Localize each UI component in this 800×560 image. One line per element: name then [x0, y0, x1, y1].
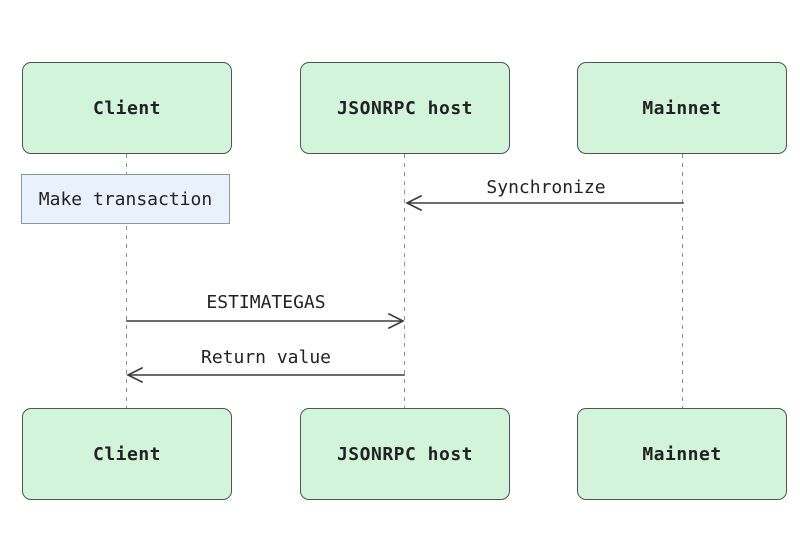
- message-label-estimategas: ESTIMATEGAS: [206, 292, 326, 313]
- note-make-transaction: Make transaction: [21, 174, 230, 224]
- actor-client-bottom-label: Client: [92, 443, 162, 465]
- arrow-synchronize: [405, 194, 684, 212]
- arrow-estimategas: [126, 312, 405, 330]
- actor-jsonrpc-host-top: JSONRPC host: [300, 62, 510, 154]
- actor-jsonrpc-host-bottom-label: JSONRPC host: [336, 443, 474, 465]
- actor-client-top: Client: [22, 62, 232, 154]
- note-make-transaction-label: Make transaction: [38, 188, 213, 210]
- actor-jsonrpc-host-top-label: JSONRPC host: [336, 97, 474, 119]
- actor-mainnet-bottom: Mainnet: [577, 408, 787, 500]
- arrow-return-value: [126, 366, 405, 384]
- actor-client-top-label: Client: [92, 97, 162, 119]
- actor-jsonrpc-host-bottom: JSONRPC host: [300, 408, 510, 500]
- actor-mainnet-top-label: Mainnet: [642, 97, 722, 119]
- message-label-synchronize: Synchronize: [486, 177, 606, 198]
- actor-mainnet-top: Mainnet: [577, 62, 787, 154]
- actor-mainnet-bottom-label: Mainnet: [642, 443, 722, 465]
- actor-client-bottom: Client: [22, 408, 232, 500]
- message-label-return-value: Return value: [200, 347, 332, 368]
